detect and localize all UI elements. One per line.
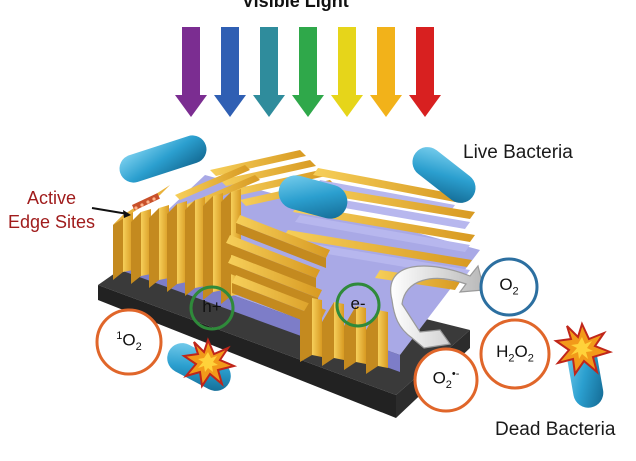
hydrogen-peroxide-label: H2O2 [496,342,534,365]
singlet-oxygen-label: 1O2 [116,330,142,354]
electron-label: e- [350,294,366,313]
oxygen-circle [479,257,539,317]
bacterium-top-right [412,147,476,203]
violet-arrow [175,27,207,117]
blue-arrow [214,27,246,117]
yellow-arrow [331,27,363,117]
red-arrow [409,27,441,117]
active-edge-sites-label: Active Edge Sites [8,186,95,234]
dead-bacteria-label: Dead Bacteria [495,419,616,440]
burst-icon-left [181,337,238,389]
active-label-line2: Edge Sites [8,212,96,232]
active-label-line1: Active [27,188,77,208]
teal-arrow [253,27,285,117]
platelets-middle [226,215,330,328]
platelets-left-front [113,185,241,304]
burst-icon-right [553,321,614,377]
oxygen-label: O2 [499,275,519,298]
live-bacteria-label: Live Bacteria [463,142,573,163]
hole-circle [189,285,235,331]
hydrogen-peroxide-circle [479,318,551,390]
active-edge-sites [91,193,160,218]
light-arrows [175,27,441,117]
bacterium-top-left [119,135,207,183]
superoxide-circle [413,347,479,413]
bacterium-center [278,175,348,219]
electron-circle [335,282,381,328]
green-arrow [292,27,324,117]
active-sites-pointer [91,207,129,215]
orange-arrow [370,27,402,117]
superoxide-label: O2•- [432,368,460,392]
diagram-title: Visible Light [242,0,349,11]
hole-label: h+ [202,297,222,316]
singlet-oxygen-circle [95,308,163,376]
electron-transfer-arrow [390,264,485,349]
